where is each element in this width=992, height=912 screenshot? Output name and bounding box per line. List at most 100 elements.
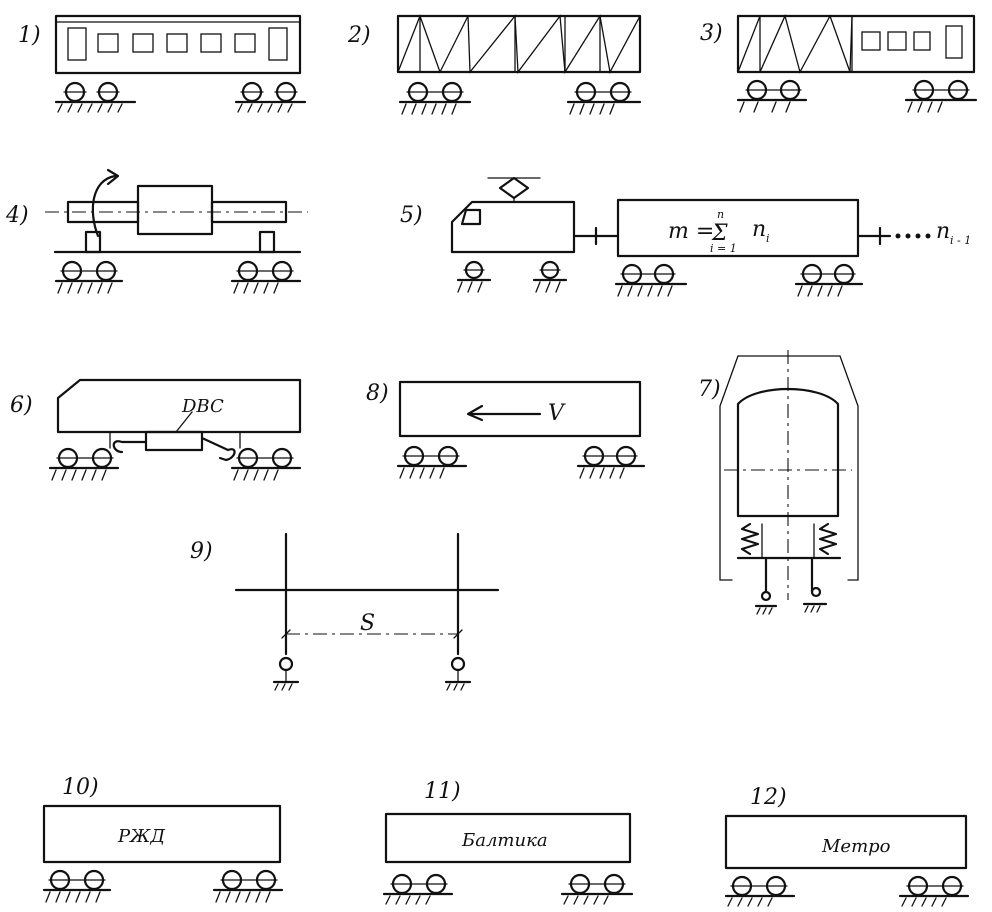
scheme-11-baltika-car: 11) Балтика [382, 779, 634, 905]
train-continuation-dots [895, 233, 931, 239]
bogie [212, 869, 284, 903]
bogie [54, 81, 137, 113]
spring-left [740, 522, 760, 556]
formula-sigma: Σ [711, 221, 728, 246]
scheme-12-metro-car: 12) Метро [724, 785, 970, 907]
bogie [576, 445, 646, 479]
window [132, 33, 154, 53]
scheme-2-truss-car: 2) [347, 14, 642, 115]
locomotive-wheels [456, 260, 568, 293]
bogie [382, 873, 454, 905]
door [945, 25, 963, 59]
cab-window [460, 208, 482, 226]
car-body [724, 814, 968, 870]
car11-title: Балтика [461, 830, 548, 851]
label-4: 4) [5, 203, 29, 228]
spacing-label: S [360, 611, 375, 636]
label-12: 12) [750, 785, 787, 810]
bogie [230, 260, 302, 294]
scheme-4-rotor-platform: 4) [5, 168, 308, 294]
gauge-outline-left [719, 355, 739, 581]
bogie [560, 873, 634, 905]
truss-web [397, 14, 641, 74]
formula-m: m = [668, 219, 714, 244]
bogie [736, 79, 808, 113]
rotation-arrow [91, 174, 117, 238]
label-10: 10) [62, 775, 99, 800]
truss-web [737, 14, 853, 74]
wagon-body [616, 198, 860, 258]
bogie [398, 81, 472, 115]
combined-body [736, 14, 976, 74]
bogie [614, 263, 688, 297]
car-body [384, 812, 632, 864]
scheme-3-combined-car: 3) [700, 14, 978, 113]
scheme-5-locomotive-train: 5) m = Σ n i = 1 n i n i - 1 [400, 176, 971, 297]
truss-body [396, 14, 642, 74]
window [887, 31, 907, 51]
pantograph [498, 176, 530, 200]
formula-sigma-top: n [717, 208, 724, 221]
formula-ni-sub: i [766, 232, 770, 245]
scheme-6-railcar-engine: 6) DBC [10, 378, 302, 481]
shaft-right [210, 200, 288, 224]
door [67, 27, 87, 61]
scheme-8-moving-car: 8) V [366, 380, 646, 479]
door [268, 27, 288, 61]
support-left [278, 656, 294, 672]
engine-block [144, 430, 204, 452]
rotation-arrow-head [106, 168, 120, 186]
window [234, 33, 256, 53]
label-1: 1) [18, 23, 41, 48]
support [258, 230, 276, 254]
dvs-label: DBC [181, 396, 224, 417]
bogie [230, 447, 302, 481]
trail-n: n [936, 219, 950, 244]
drive-left [112, 440, 148, 454]
car10-title: РЖД [117, 826, 165, 847]
window [861, 31, 881, 51]
scheme-7-cross-section: 7) [698, 350, 859, 615]
support-right [450, 656, 466, 672]
car-body [42, 804, 282, 864]
label-3: 3) [700, 21, 723, 46]
car12-title: Метро [821, 836, 891, 857]
drive-right [200, 436, 236, 462]
scheme-10-rzd-car: 10) РЖД [42, 775, 284, 903]
label-9: 9) [190, 539, 213, 564]
velocity-label: V [548, 401, 566, 426]
bogie [48, 447, 120, 481]
car-body [398, 380, 642, 438]
label-5: 5) [400, 203, 423, 228]
bogie [724, 875, 796, 907]
label-2: 2) [347, 23, 371, 48]
bogie [904, 79, 978, 113]
velocity-arrow-head [466, 404, 484, 422]
label-6: 6) [10, 393, 33, 418]
spring-right [818, 522, 838, 556]
scheme-9-track-spacing: 9) S [190, 532, 500, 691]
bogie [42, 869, 112, 903]
formula-sigma-bottom: i = 1 [710, 242, 737, 255]
gauge-outline-right [737, 355, 859, 581]
label-7: 7) [698, 377, 721, 402]
dvs-leader [175, 411, 193, 433]
window [913, 31, 931, 51]
trail-sub: i - 1 [950, 234, 971, 247]
formula-ni: n [752, 217, 766, 242]
bogie [234, 81, 307, 113]
locomotive-body [450, 200, 576, 254]
window [200, 33, 222, 53]
window [166, 33, 188, 53]
railcar-body [56, 378, 302, 434]
car-body [54, 14, 302, 75]
scheme-1-passenger-car: 1) [18, 14, 307, 113]
bogie [898, 875, 970, 907]
rotor-housing [136, 184, 214, 236]
label-8: 8) [366, 381, 389, 406]
label-11: 11) [424, 779, 461, 804]
car-cross-section [736, 388, 840, 518]
window [97, 33, 119, 53]
